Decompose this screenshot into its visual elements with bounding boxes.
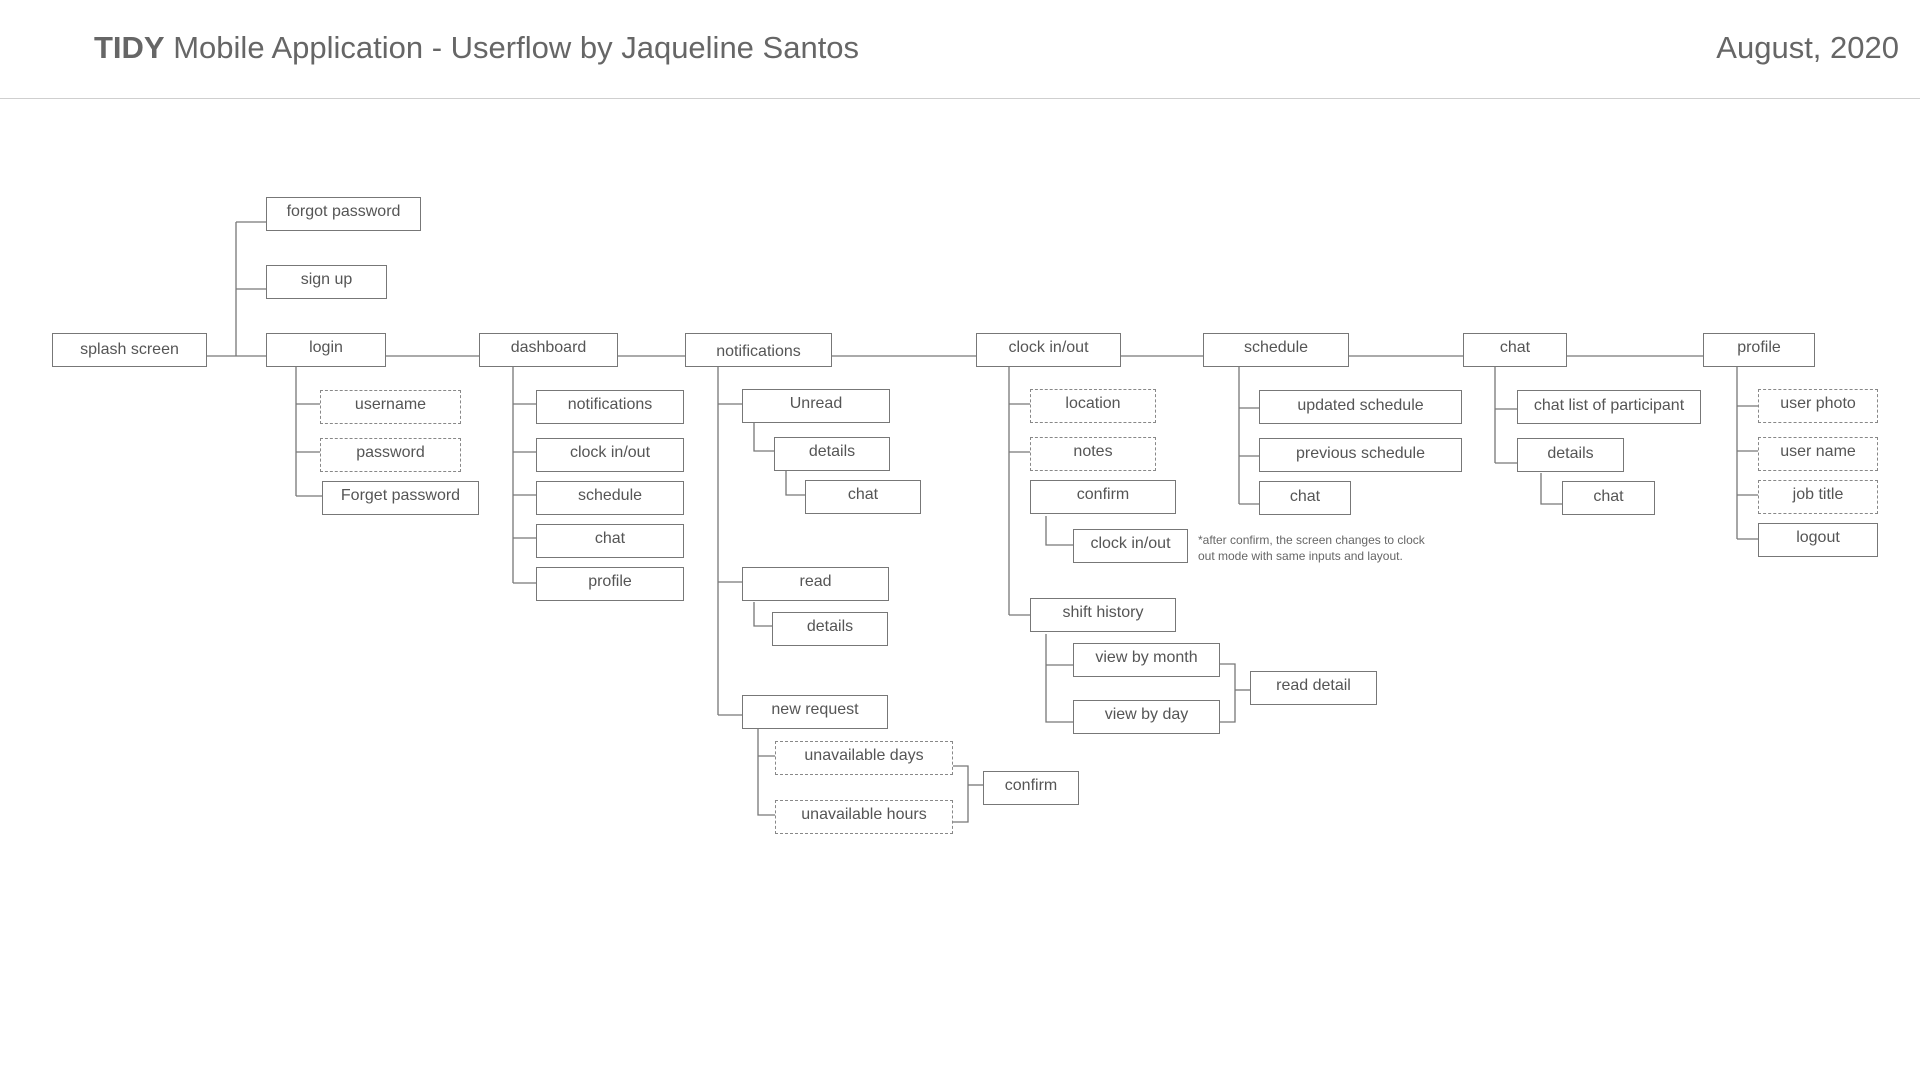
node-unread: Unread bbox=[742, 389, 890, 423]
connector bbox=[953, 765, 969, 823]
node-password: password bbox=[320, 438, 461, 472]
node-view-by-day: view by day bbox=[1073, 700, 1220, 734]
node-sign-up: sign up bbox=[266, 265, 387, 299]
node-forget-password: Forget password bbox=[322, 481, 479, 515]
node-updated-schedule: updated schedule bbox=[1259, 390, 1462, 424]
node-read-detail: read detail bbox=[1250, 671, 1377, 705]
node-chat-list: chat list of participant bbox=[1517, 390, 1701, 424]
page-title: TIDY Mobile Application - Userflow by Ja… bbox=[94, 30, 859, 66]
node-splash-screen: splash screen bbox=[52, 333, 207, 367]
node-dashboard-profile: profile bbox=[536, 567, 684, 601]
node-schedule: schedule bbox=[1203, 333, 1349, 367]
node-notifications: notifications bbox=[685, 333, 832, 367]
brand-name: TIDY bbox=[94, 30, 165, 65]
node-view-by-month: view by month bbox=[1073, 643, 1220, 677]
node-user-photo: user photo bbox=[1758, 389, 1878, 423]
connector bbox=[753, 602, 772, 627]
node-dashboard-clock: clock in/out bbox=[536, 438, 684, 472]
node-unavailable-days: unavailable days bbox=[775, 741, 953, 775]
node-schedule-chat: chat bbox=[1259, 481, 1351, 515]
connector bbox=[1045, 634, 1073, 723]
page-header: TIDY Mobile Application - Userflow by Ja… bbox=[0, 0, 1920, 99]
connector bbox=[1540, 473, 1562, 505]
title-text: Mobile Application - Userflow by Jaqueli… bbox=[164, 30, 860, 65]
node-chat-details: details bbox=[1517, 438, 1624, 472]
node-login: login bbox=[266, 333, 386, 367]
connector bbox=[1220, 663, 1236, 723]
connector bbox=[785, 471, 805, 496]
node-shift-history: shift history bbox=[1030, 598, 1176, 632]
connector bbox=[757, 729, 775, 816]
node-profile: profile bbox=[1703, 333, 1815, 367]
node-clock-confirm: confirm bbox=[1030, 480, 1176, 514]
node-clock: clock in/out bbox=[976, 333, 1121, 367]
node-user-name: user name bbox=[1758, 437, 1878, 471]
node-dashboard-chat: chat bbox=[536, 524, 684, 558]
node-forgot-password: forgot password bbox=[266, 197, 421, 231]
node-clock-inout: clock in/out bbox=[1073, 529, 1188, 563]
node-dashboard-schedule: schedule bbox=[536, 481, 684, 515]
node-notes: notes bbox=[1030, 437, 1156, 471]
node-dashboard-notifications: notifications bbox=[536, 390, 684, 424]
clock-note: *after confirm, the screen changes to cl… bbox=[1198, 533, 1425, 563]
node-job-title: job title bbox=[1758, 480, 1878, 514]
node-logout: logout bbox=[1758, 523, 1878, 557]
node-chat-details-chat: chat bbox=[1562, 481, 1655, 515]
node-request-confirm: confirm bbox=[983, 771, 1079, 805]
connector bbox=[1045, 516, 1073, 546]
node-read: read bbox=[742, 567, 889, 601]
node-new-request: new request bbox=[742, 695, 888, 729]
node-unread-details: details bbox=[774, 437, 890, 471]
node-read-details: details bbox=[772, 612, 888, 646]
node-previous-schedule: previous schedule bbox=[1259, 438, 1462, 472]
node-unread-chat: chat bbox=[805, 480, 921, 514]
node-location: location bbox=[1030, 389, 1156, 423]
node-chat: chat bbox=[1463, 333, 1567, 367]
node-unavailable-hours: unavailable hours bbox=[775, 800, 953, 834]
node-username: username bbox=[320, 390, 461, 424]
page-date: August, 2020 bbox=[1716, 30, 1899, 65]
connector bbox=[753, 423, 774, 452]
node-dashboard: dashboard bbox=[479, 333, 618, 367]
